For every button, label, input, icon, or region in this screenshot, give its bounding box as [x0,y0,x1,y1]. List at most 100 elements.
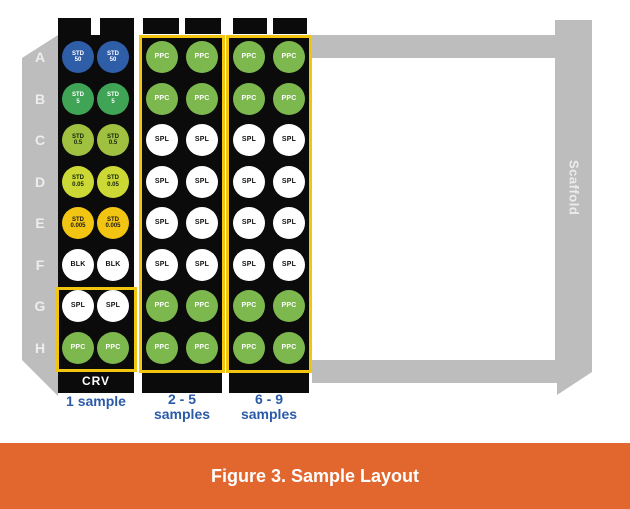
well-label: SPL [154,260,170,268]
well-F2-SPL: SPL [273,248,305,281]
well-label: 0.05 [107,181,119,188]
strip-2-highlight-outline [139,35,225,373]
well-label: SPL [241,219,257,227]
figure-caption-banner: Figure 3. Sample Layout [0,443,630,509]
well-G1-PPC: PPC [146,290,178,322]
well-B2-PPC: PPC [273,82,305,115]
well-label: SPL [105,302,121,310]
strip-1-body [58,18,134,393]
well-label: PPC [194,94,210,102]
well-H2-PPC: PPC [273,331,305,364]
well-label: STD [107,50,119,57]
well-A2-PPC: PPC [273,41,305,73]
caption-line: samples [153,406,211,422]
well-H1-PPC: PPC [62,331,94,364]
well-label: 0.05 [72,181,84,188]
well-G2-SPL: SPL [97,290,129,322]
well-label: SPL [154,136,170,144]
well-label: PPC [281,302,297,310]
strip-1-highlight-outline [56,287,137,372]
well-label: PPC [194,302,210,310]
well-label: 50 [74,57,82,63]
well-F1-BLK: BLK [62,248,94,281]
well-label: PPC [105,343,121,351]
well-label: SPL [194,260,210,268]
well-label: PPC [194,343,210,351]
well-label: STD [72,175,84,182]
well-label: 5 [76,98,80,105]
strip-2-tab-2 [185,18,221,34]
row-label-G: G [34,298,46,314]
well-label: SPL [194,136,210,144]
well-D2-SPL: SPL [273,165,305,198]
well-label: STD [72,92,84,99]
well-F2-SPL: SPL [186,248,218,281]
scaffold-label: Scaffold [566,160,582,216]
well-E2-SPL: SPL [186,207,218,239]
well-label: STD [72,133,84,140]
well-label: PPC [281,343,297,351]
well-label: PPC [154,53,170,61]
well-G1-PPC: PPC [233,290,265,322]
well-label: BLK [105,260,121,268]
well-label: PPC [154,343,170,351]
strip-1-top-notch [91,18,100,35]
well-label: SPL [154,177,170,185]
well-C2-SPL: SPL [273,124,305,156]
caption-line: 6 - 9 [254,391,284,407]
well-G1-SPL: SPL [62,290,94,322]
well-label: BLK [70,260,86,268]
well-label: 0.005 [105,223,121,229]
well-label: SPL [281,136,297,144]
caption-line: 1 sample [66,393,126,409]
strip-3-highlight-outline [226,35,312,373]
well-E2-SPL: SPL [273,207,305,239]
well-H1-PPC: PPC [233,331,265,364]
well-G2-PPC: PPC [273,290,305,322]
well-label: 5 [111,98,115,105]
row-label-D: D [34,173,46,190]
well-label: STD [107,175,119,182]
well-H1-PPC: PPC [146,331,178,364]
well-label: 0.5 [73,140,83,146]
row-label-E: E [35,215,45,231]
well-label: SPL [281,260,297,268]
well-F1-SPL: SPL [146,248,178,281]
well-label: SPL [194,219,210,227]
well-label: PPC [194,53,210,61]
well-label: SPL [70,302,86,310]
row-label-F: F [35,256,45,273]
well-E1-SPL: SPL [146,207,178,239]
well-C1-SPL: SPL [233,124,265,156]
well-label: SPL [154,219,170,227]
well-label: PPC [241,94,257,102]
well-label: SPL [241,177,257,185]
well-A2-PPC: PPC [186,41,218,73]
well-B1-PPC: PPC [233,82,265,115]
figure-caption: Figure 3. Sample Layout [210,465,420,486]
well-E1-SPL: SPL [233,207,265,239]
strip-3-tab-2 [273,18,307,34]
well-label: 0.005 [70,223,86,229]
row-label-A: A [34,49,46,65]
well-label: SPL [281,177,297,185]
well-H2-PPC: PPC [97,331,129,364]
well-label: PPC [241,302,257,310]
well-A1-PPC: PPC [146,41,178,73]
well-A1-PPC: PPC [233,41,265,73]
well-label: PPC [241,53,257,61]
